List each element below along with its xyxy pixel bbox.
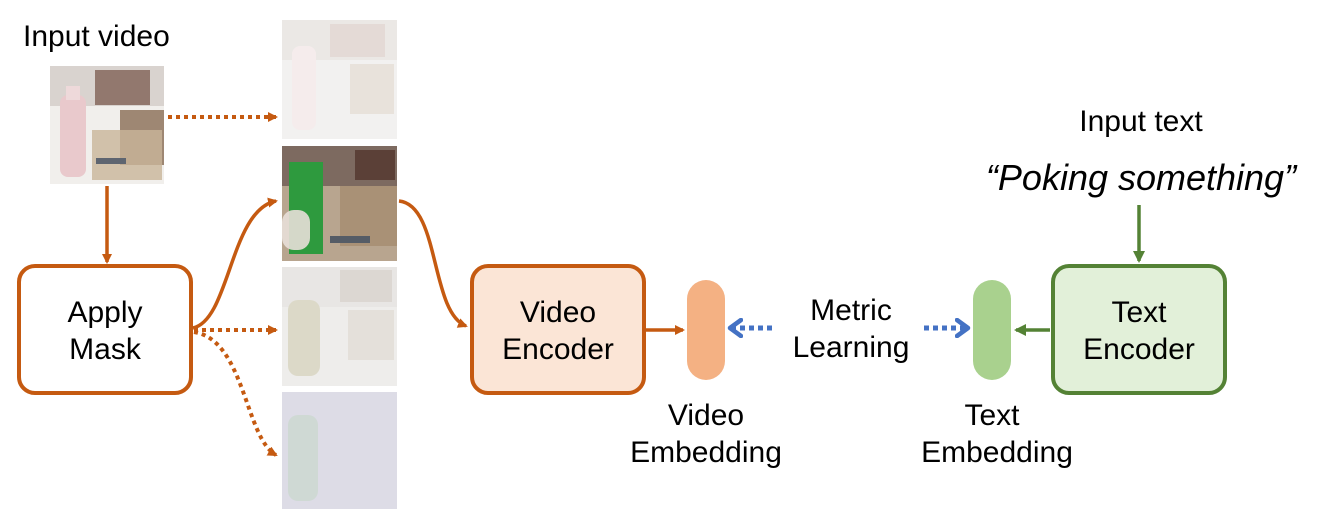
metric-learning-label-line1: Metric [810,294,892,327]
input-video-label: Input video [23,20,170,53]
video-embedding-pill [687,280,725,380]
text-encoder-label-line1: Text [1111,296,1167,329]
apply-mask-label-line1: Apply [67,296,142,329]
video-encoder-label-line2: Encoder [502,333,614,366]
frame-to-video-encoder-arrow [398,199,468,328]
masked-frame-4 [282,392,397,509]
video-embedding-label-line1: Video [668,399,744,432]
masked-frame-3 [282,267,397,386]
apply-mask-box [17,264,193,395]
text-encoder-box [1051,264,1227,395]
masked-frame-1 [282,20,397,139]
text-embedding-label-line2: Embedding [921,436,1073,469]
mask-to-frame-4-dotted-arrow [193,330,278,457]
input-video-thumbnail [50,66,164,184]
input-text-label: Input text [1079,105,1203,138]
text-embedding-label-line1: Text [964,399,1020,432]
apply-mask-label-line2: Mask [69,333,142,366]
metric-learning-label-line2: Learning [793,331,910,364]
mask-to-frame-2-arrow [192,197,278,330]
video-encoder-box [470,264,646,395]
text-embedding-pill [973,280,1011,380]
masked-frame-2 [282,146,397,261]
video-embedding-label-line2: Embedding [630,436,782,469]
video-encoder-label-line1: Video [520,296,596,329]
text-encoder-label-line2: Encoder [1083,333,1195,366]
input-text-quote: “Poking something” [986,157,1298,198]
